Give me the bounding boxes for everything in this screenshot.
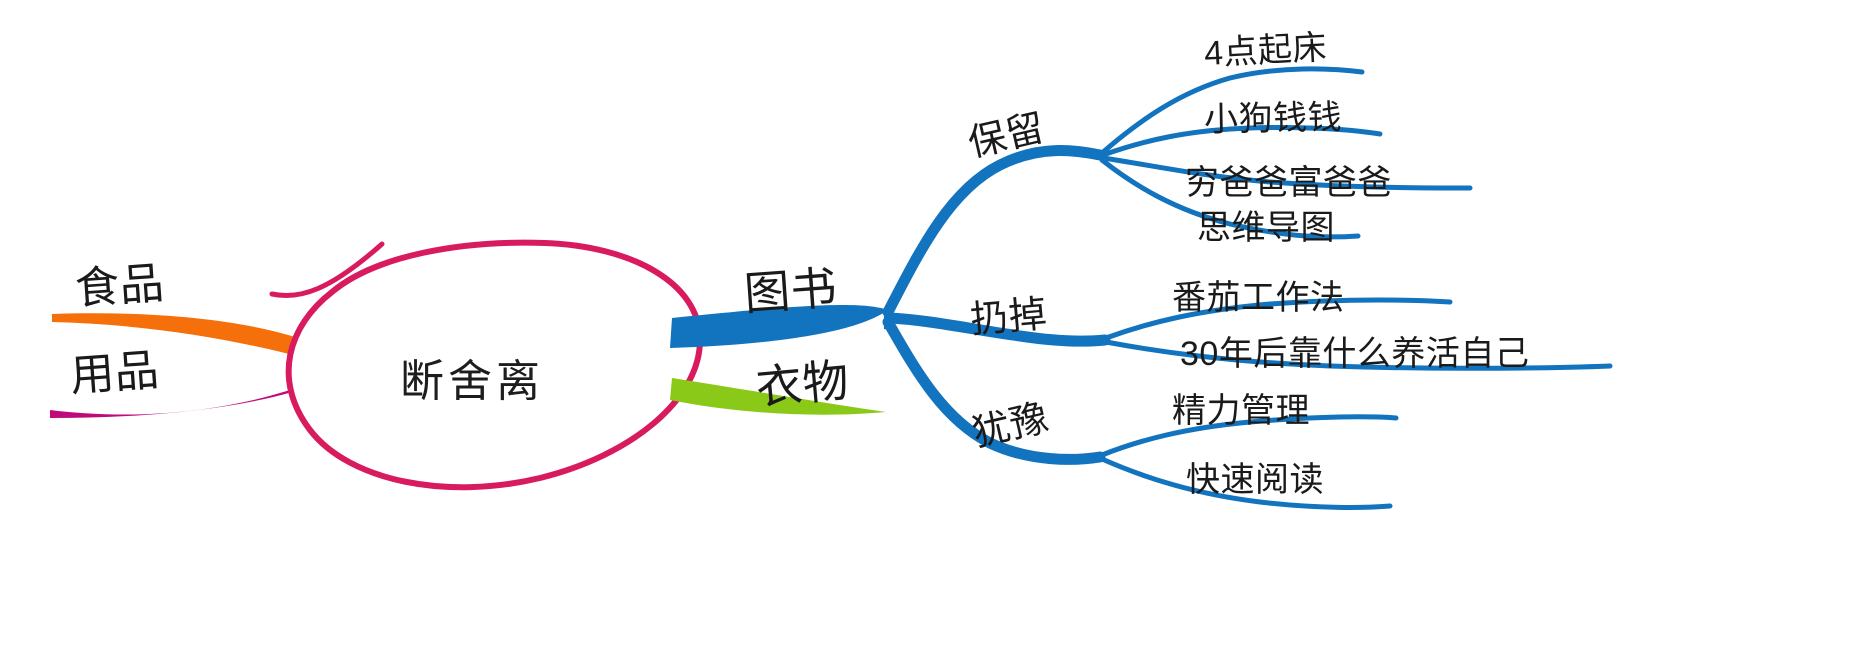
leaf-connector-4 xyxy=(1099,157,1361,240)
leaf-connector-7 xyxy=(1099,414,1399,458)
central-node-label: 断舍离 xyxy=(400,357,544,406)
subbranch-label-discard[interactable]: 扔掉 xyxy=(968,293,1049,342)
leaf-label-support-in-30-years[interactable]: 30年后靠什么养活自己 xyxy=(1180,335,1530,373)
leaf-label-money-dog[interactable]: 小狗钱钱 xyxy=(1203,98,1343,139)
connector-keep xyxy=(882,145,1106,318)
leaf-connector-1 xyxy=(1099,66,1365,156)
leaf-label-pomodoro[interactable]: 番茄工作法 xyxy=(1172,279,1345,317)
leaf-label-wake-at-4[interactable]: 4点起床 xyxy=(1203,28,1328,73)
branch-label-clothes[interactable]: 衣物 xyxy=(753,353,852,414)
branch-path-clothes xyxy=(670,378,886,415)
branch-label-books[interactable]: 图书 xyxy=(742,261,839,320)
leaf-connector-3 xyxy=(1100,155,1473,191)
leaf-connector-5 xyxy=(1103,297,1453,341)
branch-label-supplies[interactable]: 用品 xyxy=(68,345,161,401)
leaf-label-mind-map[interactable]: 思维导图 xyxy=(1197,209,1335,247)
leaf-connector-8 xyxy=(1099,456,1393,510)
connector-discard xyxy=(884,312,1111,347)
leaf-label-energy-management[interactable]: 精力管理 xyxy=(1172,392,1310,430)
central-node-ellipse xyxy=(269,239,703,491)
branch-label-food[interactable]: 食品 xyxy=(73,258,166,314)
leaf-connector-2 xyxy=(1100,124,1383,158)
branch-path-books xyxy=(670,304,888,348)
leaf-label-rich-dad-poor-dad[interactable]: 穷爸爸富爸爸 xyxy=(1185,164,1392,202)
connector-hesitate xyxy=(882,316,1106,465)
leaf-connector-6 xyxy=(1103,339,1613,371)
leaf-label-speed-reading[interactable]: 快速阅读 xyxy=(1186,461,1324,499)
